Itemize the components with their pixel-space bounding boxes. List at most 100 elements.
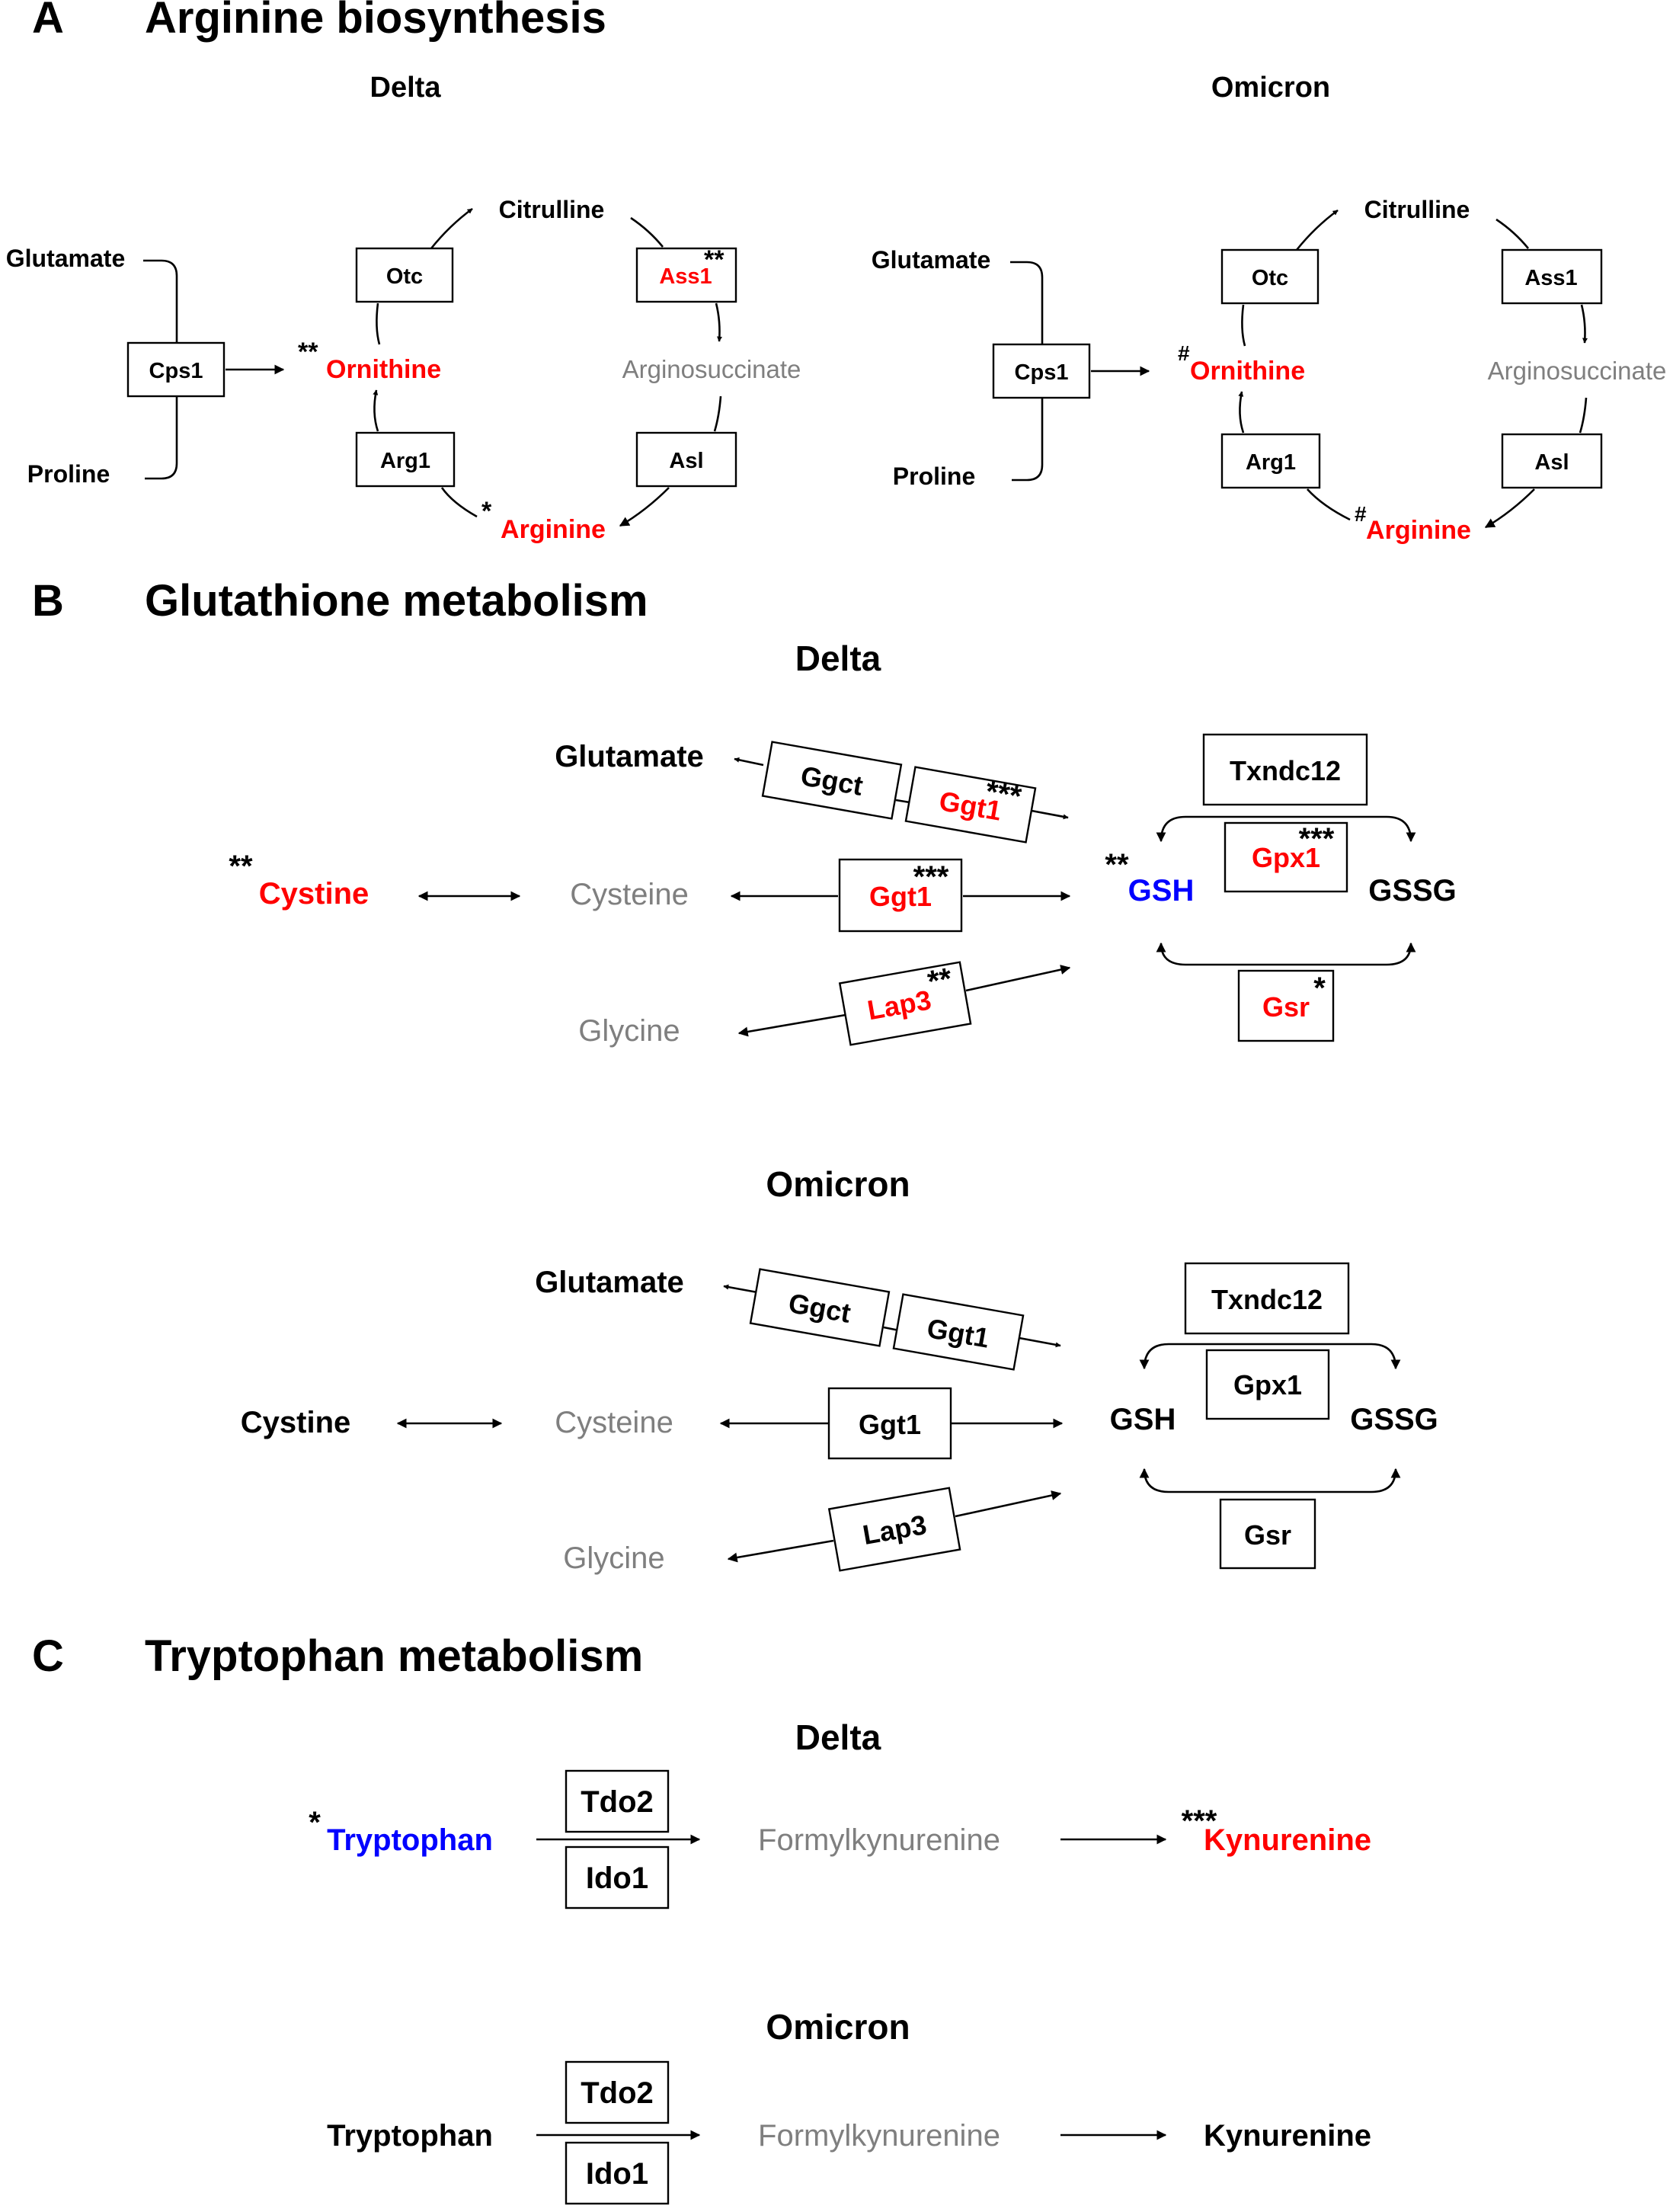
a-delta-ornithine: Ornithine [326,355,441,384]
a-delta-citrulline: Citrulline [499,196,605,223]
b-delta-ggct-box: Ggct [761,741,903,820]
b-omi-glutamate: Glutamate [535,1266,684,1299]
a-delta-arginine: Arginine [501,515,606,544]
panel-a: A Arginine biosynthesis Delta Glutamate … [6,0,1667,545]
a-delta-otc-label: Otc [386,264,423,289]
c-omi-ido1-box [565,2141,670,2205]
b-omi-ggt1-mid-box [827,1387,952,1460]
a-delta-asl-arrow [619,487,670,527]
panel-c-title: Tryptophan metabolism [145,1631,643,1681]
b-omi-gsr-label: Gsr [1244,1519,1291,1551]
panel-b-letter: B [32,576,64,626]
b-delta-ggt1-mid-label: Ggt1 [869,881,932,912]
c-delta-kynurenine: Kynurenine [1204,1823,1371,1857]
b-omi-gpx1-box [1205,1349,1330,1420]
b-delta-ggct-link [895,799,910,804]
c-omi-formylkynurenine: Formylkynurenine [758,2119,1000,2153]
a-omi-proline-bracket [1012,398,1044,482]
a-omi-arg1-label: Arg1 [1246,450,1296,475]
a-omi-ass1-label: Ass1 [1524,266,1577,290]
a-omi-argininosuccinate: Arginosuccinate [1488,357,1667,385]
c-omi-tryptophan: Tryptophan [327,2119,493,2153]
a-delta-arginine-sig: * [481,497,492,526]
b-delta-ggt1-mid-sig: *** [913,860,949,894]
panel-a-delta: Delta Glutamate Proline Cps1 ** Ornithin… [6,72,801,544]
a-omi-arginine: Arginine [1366,516,1471,545]
panel-b-omicron-heading: Omicron [766,1164,910,1204]
panel-b: B Glutathione metabolism Delta Glutamate… [32,576,1457,1575]
a-omi-ass1-arrow [1580,304,1588,344]
b-omi-lap3-arrow-left [727,1539,834,1563]
b-delta-ggt1-mid-box [838,858,963,933]
panel-b-delta-heading: Delta [795,639,881,678]
a-omi-glutamate: Glutamate [872,246,990,274]
c-delta-kynurenine-sig: *** [1182,1804,1217,1838]
c-omi-tdo2-label: Tdo2 [581,2076,654,2110]
b-delta-ggt1-top-sig: *** [983,775,1024,815]
a-omi-ass1-box [1501,248,1603,305]
b-omi-ggt1-mid-label: Ggt1 [859,1409,921,1440]
panel-a-letter: A [32,0,64,43]
b-delta-glutamate: Glutamate [555,740,704,773]
b-omi-gssg-to-gsh-bottom [1139,1468,1401,1493]
c-omi-ido1-label: Ido1 [586,2157,648,2191]
a-omi-as-to-asl [1579,397,1588,434]
b-delta-lap3-box: Lap3 ** [838,961,972,1046]
b-delta-gsr-label: Gsr [1262,991,1310,1023]
c-delta-tryptophan: Tryptophan [327,1823,493,1857]
b-omi-txndc12-box [1184,1262,1350,1335]
a-delta-otc-box [355,247,454,303]
b-omi-ggct-box: Ggct [749,1268,891,1347]
b-omi-gsr-box [1219,1498,1316,1570]
b-delta-gsr-sig: * [1313,972,1326,1005]
panel-c-delta-heading: Delta [795,1717,881,1757]
c-omi-kynurenine: Kynurenine [1204,2119,1371,2153]
b-omi-cysteine: Cysteine [555,1406,673,1439]
b-omi-lap3-box: Lap3 [827,1487,961,1572]
panel-a-omicron: Omicron Glutamate Proline Cps1 # Ornithi… [872,72,1667,545]
b-delta-cystine: Cystine [259,877,369,911]
a-delta-ornithine-sig: ** [298,338,318,367]
a-delta-glutamate: Glutamate [6,245,125,272]
panel-b-omicron: Omicron Glutamate Ggct Ggt1 Cystine Cyst… [241,1164,1438,1575]
a-omi-otc-arrow [1295,209,1339,251]
a-delta-cps1-box [126,341,226,398]
b-delta-cystine-sig: ** [229,850,253,883]
a-delta-asl-box [635,431,737,488]
b-delta-gsh-to-gssg-top [1156,815,1416,843]
b-omi-glutamate-arrow [723,1284,758,1294]
a-omi-arg1-arrow [1238,391,1245,434]
panel-b-title: Glutathione metabolism [145,576,648,626]
a-omi-asl-arrow [1484,488,1535,529]
b-omi-glycine: Glycine [563,1541,664,1575]
a-delta-arg1-arrow [373,389,379,432]
b-omi-gpx1-label: Gpx1 [1233,1369,1302,1401]
a-delta-arg1-box [355,431,456,488]
a-omi-orn-to-otc [1241,304,1246,347]
a-delta-cps1-label: Cps1 [149,359,203,383]
b-delta-txndc12-label: Txndc12 [1230,755,1341,786]
a-omi-cps1-label: Cps1 [1015,360,1069,385]
panel-a-omicron-heading: Omicron [1211,72,1330,104]
panel-a-title: Arginine biosynthesis [145,0,606,43]
a-delta-ass1-sig: ** [704,245,725,274]
a-delta-arg1-label: Arg1 [380,449,430,473]
panel-c-letter: C [32,1631,64,1681]
c-delta-tdo2-label: Tdo2 [581,1785,654,1819]
a-delta-otc-arrow [430,207,473,249]
a-omi-ornithine-sig: # [1178,341,1190,365]
b-delta-glutamate-arrow [734,757,764,767]
a-delta-arg-to-arg1 [440,487,478,518]
b-omi-txndc12-label: Txndc12 [1211,1284,1323,1315]
b-omi-cystine: Cystine [241,1406,351,1439]
c-omi-tdo2-box [565,2060,670,2124]
b-delta-gpx1-label: Gpx1 [1252,842,1320,873]
b-delta-gssg-to-gsh-bottom [1156,942,1416,966]
panel-c-omicron: Omicron Tryptophan Tdo2 Ido1 Formylkynur… [327,2007,1371,2205]
b-delta-lap3-arrow-left [737,1013,846,1037]
a-delta-orn-to-otc [376,303,381,345]
b-delta-gsr-box [1237,969,1335,1042]
b-delta-ggt1-top-box: Ggt1 *** [904,766,1037,844]
a-omi-arg1-box [1220,433,1321,489]
b-omi-ggt1-top-box: Ggt1 [892,1293,1025,1371]
